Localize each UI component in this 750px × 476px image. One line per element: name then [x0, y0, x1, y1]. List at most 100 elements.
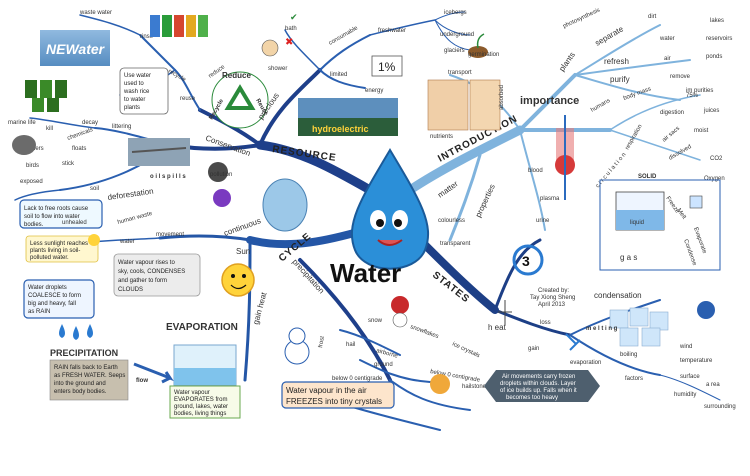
states-cycle-arrows: 3	[512, 244, 544, 276]
smiley-icon	[88, 234, 100, 246]
label-purify: purify	[610, 75, 630, 84]
label-ground: ground	[374, 362, 393, 368]
label-evaporation-states: evaporation	[570, 360, 601, 366]
label-hail: hail	[346, 342, 355, 348]
label-photosynthesis: photosynthesis	[562, 7, 601, 29]
label-melting: m e l t i n g	[586, 326, 618, 332]
label-impurities: im purities	[686, 88, 713, 94]
label-heat: h eat	[488, 323, 507, 332]
label-melt: Melt	[675, 208, 687, 221]
soil-box-line-2: soil to flow into water	[24, 214, 80, 220]
sun-box: Water vapour rises to sky, cools, CONDEN…	[113, 253, 201, 297]
soil-box-line-1: Lack to free roots cause	[24, 206, 89, 212]
reuse-box-line-1: Use water	[124, 73, 151, 79]
label-factors: factors	[625, 376, 643, 382]
freeze-box-line-1: Water vapour in the air	[286, 386, 367, 395]
label-transparent: transparent	[440, 241, 471, 247]
sun-box-line-4: CLOUDS	[118, 287, 143, 293]
states-section: 3 SOLID liquid g a s Melt Freeze Evapora…	[488, 174, 736, 410]
coalesce-box-line-3: big and heavy, fall	[28, 301, 76, 307]
sun-box-line-2: sky, cools, CONDENSES	[118, 269, 185, 275]
label-dissolved: dissolved	[668, 144, 693, 162]
label-nutrients: nutrients	[430, 134, 453, 140]
newater-image: NEWater	[40, 30, 110, 66]
label-kill: kill	[46, 126, 53, 132]
label-soil: soil	[90, 186, 99, 192]
sun-box-line-1: Water vapour rises to	[118, 260, 175, 266]
plant-cell-image	[427, 79, 501, 131]
recycle-logo: Reduce Reuse Recycle	[209, 71, 269, 129]
recycle-bins-image	[150, 15, 208, 37]
vapour-box-line-1: Water vapour	[174, 390, 210, 396]
label-importance: importance	[520, 95, 579, 107]
soil-box: Lack to free roots cause soil to flow in…	[19, 199, 103, 229]
label-loss: loss	[540, 320, 551, 326]
pollution-image	[208, 162, 228, 182]
label-surrounding: surrounding	[704, 404, 736, 410]
label-surface: surface	[680, 374, 700, 380]
hydroelectric-image: hydroelectric	[298, 98, 398, 136]
toxic-barrels-image	[25, 80, 67, 112]
label-liquid: liquid	[630, 220, 644, 226]
label-floats: floats	[72, 146, 86, 152]
windmill-icon	[498, 300, 512, 325]
label-oil-spills: o i l s p i l l s	[150, 174, 186, 180]
label-oxygen: Oxygen	[704, 176, 725, 182]
freeze-box-line-2: FREEZES into tiny crystals	[286, 397, 382, 406]
label-boiling: boiling	[620, 352, 637, 358]
air-movement-line-3: of ice builds up. Falls when it	[500, 388, 577, 394]
coalesce-box-line-2: COALESCE to form	[28, 293, 81, 299]
vapour-box-line-2: EVAPORATES from	[174, 397, 227, 403]
label-precipitation: precipitation	[291, 257, 327, 295]
reuse-box-line-3: wash rice	[123, 89, 150, 95]
label-snowflakes: snowflakes	[409, 324, 439, 340]
label-moist: moist	[694, 128, 709, 134]
label-condensation: condensation	[594, 291, 642, 300]
sunlight-box-line-3: polluted water.	[30, 255, 69, 261]
label-temperature: temperature	[680, 358, 713, 364]
label-continuous: continuous	[223, 216, 262, 238]
balloon-image	[213, 189, 231, 207]
label-littering: littering	[112, 124, 131, 130]
label-germination: germination	[468, 52, 499, 58]
rain-box-line-1: RAIN falls back to Earth	[54, 365, 118, 371]
label-reservoirs: reservoirs	[706, 36, 732, 42]
recycle-logo-reduce: Reduce	[222, 71, 251, 80]
reuse-box-line-2: used to	[124, 81, 144, 87]
water-bottle-image	[262, 178, 308, 232]
sun-box-line-3: and gather to form	[118, 278, 167, 284]
label-shower: shower	[268, 66, 287, 72]
heart-lungs-image	[555, 115, 575, 200]
label-digestion: digestion	[660, 110, 684, 116]
air-movement-box: Air movements carry frozen droplets with…	[484, 370, 600, 402]
snowman-image	[284, 327, 310, 365]
rain-box: RAIN falls back to Earth as FRESH WATER.…	[49, 359, 129, 401]
oil-spill-image	[128, 138, 190, 166]
coalesce-box: Water droplets COALESCE to form big and …	[23, 279, 95, 319]
label-pollution: pollution	[210, 172, 232, 178]
shower-cartoon: ✖ ✔	[261, 13, 298, 57]
label-separate: separate	[594, 24, 626, 48]
hail-cartoon	[430, 374, 450, 394]
vapour-box-line-4: bodies, living things	[174, 411, 226, 417]
label-precipitation-title: PRECIPITATION	[50, 348, 118, 358]
label-blood: blood	[528, 168, 543, 174]
beaker-image	[173, 344, 237, 386]
label-wind: wind	[679, 344, 692, 350]
label-airborne: airborne	[375, 348, 398, 360]
germination-image	[468, 33, 488, 58]
sunlight-box-line-2: plants living in soil-	[30, 248, 80, 254]
rain-box-line-4: enters body bodies.	[54, 389, 107, 395]
vapour-box-line-3: ground, lakes, water	[174, 404, 228, 410]
label-underground: underground	[440, 32, 474, 38]
label-energy: energy	[365, 88, 383, 94]
label-co2: CO2	[710, 156, 723, 162]
credit-line-3: April 2013	[538, 302, 566, 308]
hydroelectric-label: hydroelectric	[312, 124, 369, 134]
label-sun: Sun	[236, 247, 250, 256]
reuse-box: Use water used to wash rice to water pla…	[119, 67, 169, 115]
label-flow: flow	[136, 378, 148, 384]
label-icebergs: icebergs	[444, 10, 467, 16]
